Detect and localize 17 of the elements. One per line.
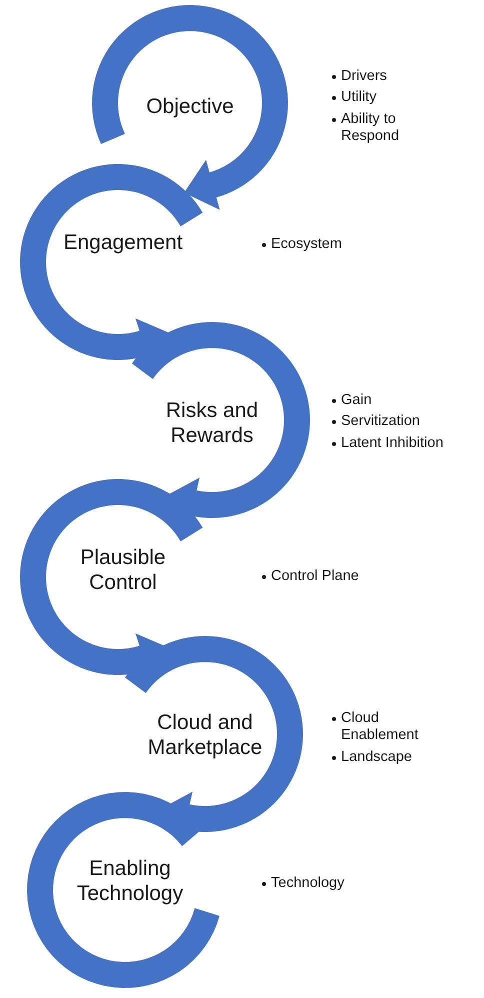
step-label: Risks and Rewards <box>164 398 260 448</box>
bullet-text: Technology <box>271 875 344 891</box>
bullet-text: Gain <box>341 392 372 408</box>
step-label: Plausible Control <box>79 545 167 596</box>
bullet-text: Drivers <box>341 68 387 84</box>
bullet-text: Ecosystem <box>271 236 342 252</box>
bullet-text: Utility <box>341 89 376 106</box>
bullet-text: Ability to Respond <box>341 110 400 144</box>
step-label: Enabling Technology <box>76 856 184 906</box>
step-label: Engagement <box>62 230 184 256</box>
step-label: Cloud and Marketplace <box>146 710 264 760</box>
step-label: Objective <box>145 94 235 120</box>
bullet-text: Servitization <box>341 413 420 430</box>
bullet-text: Cloud Enablement <box>341 710 418 744</box>
bullet-text: Control Plane <box>271 568 359 584</box>
bullet-text: Latent Inhibition <box>341 434 444 451</box>
bullet-text: Landscape <box>341 748 412 765</box>
